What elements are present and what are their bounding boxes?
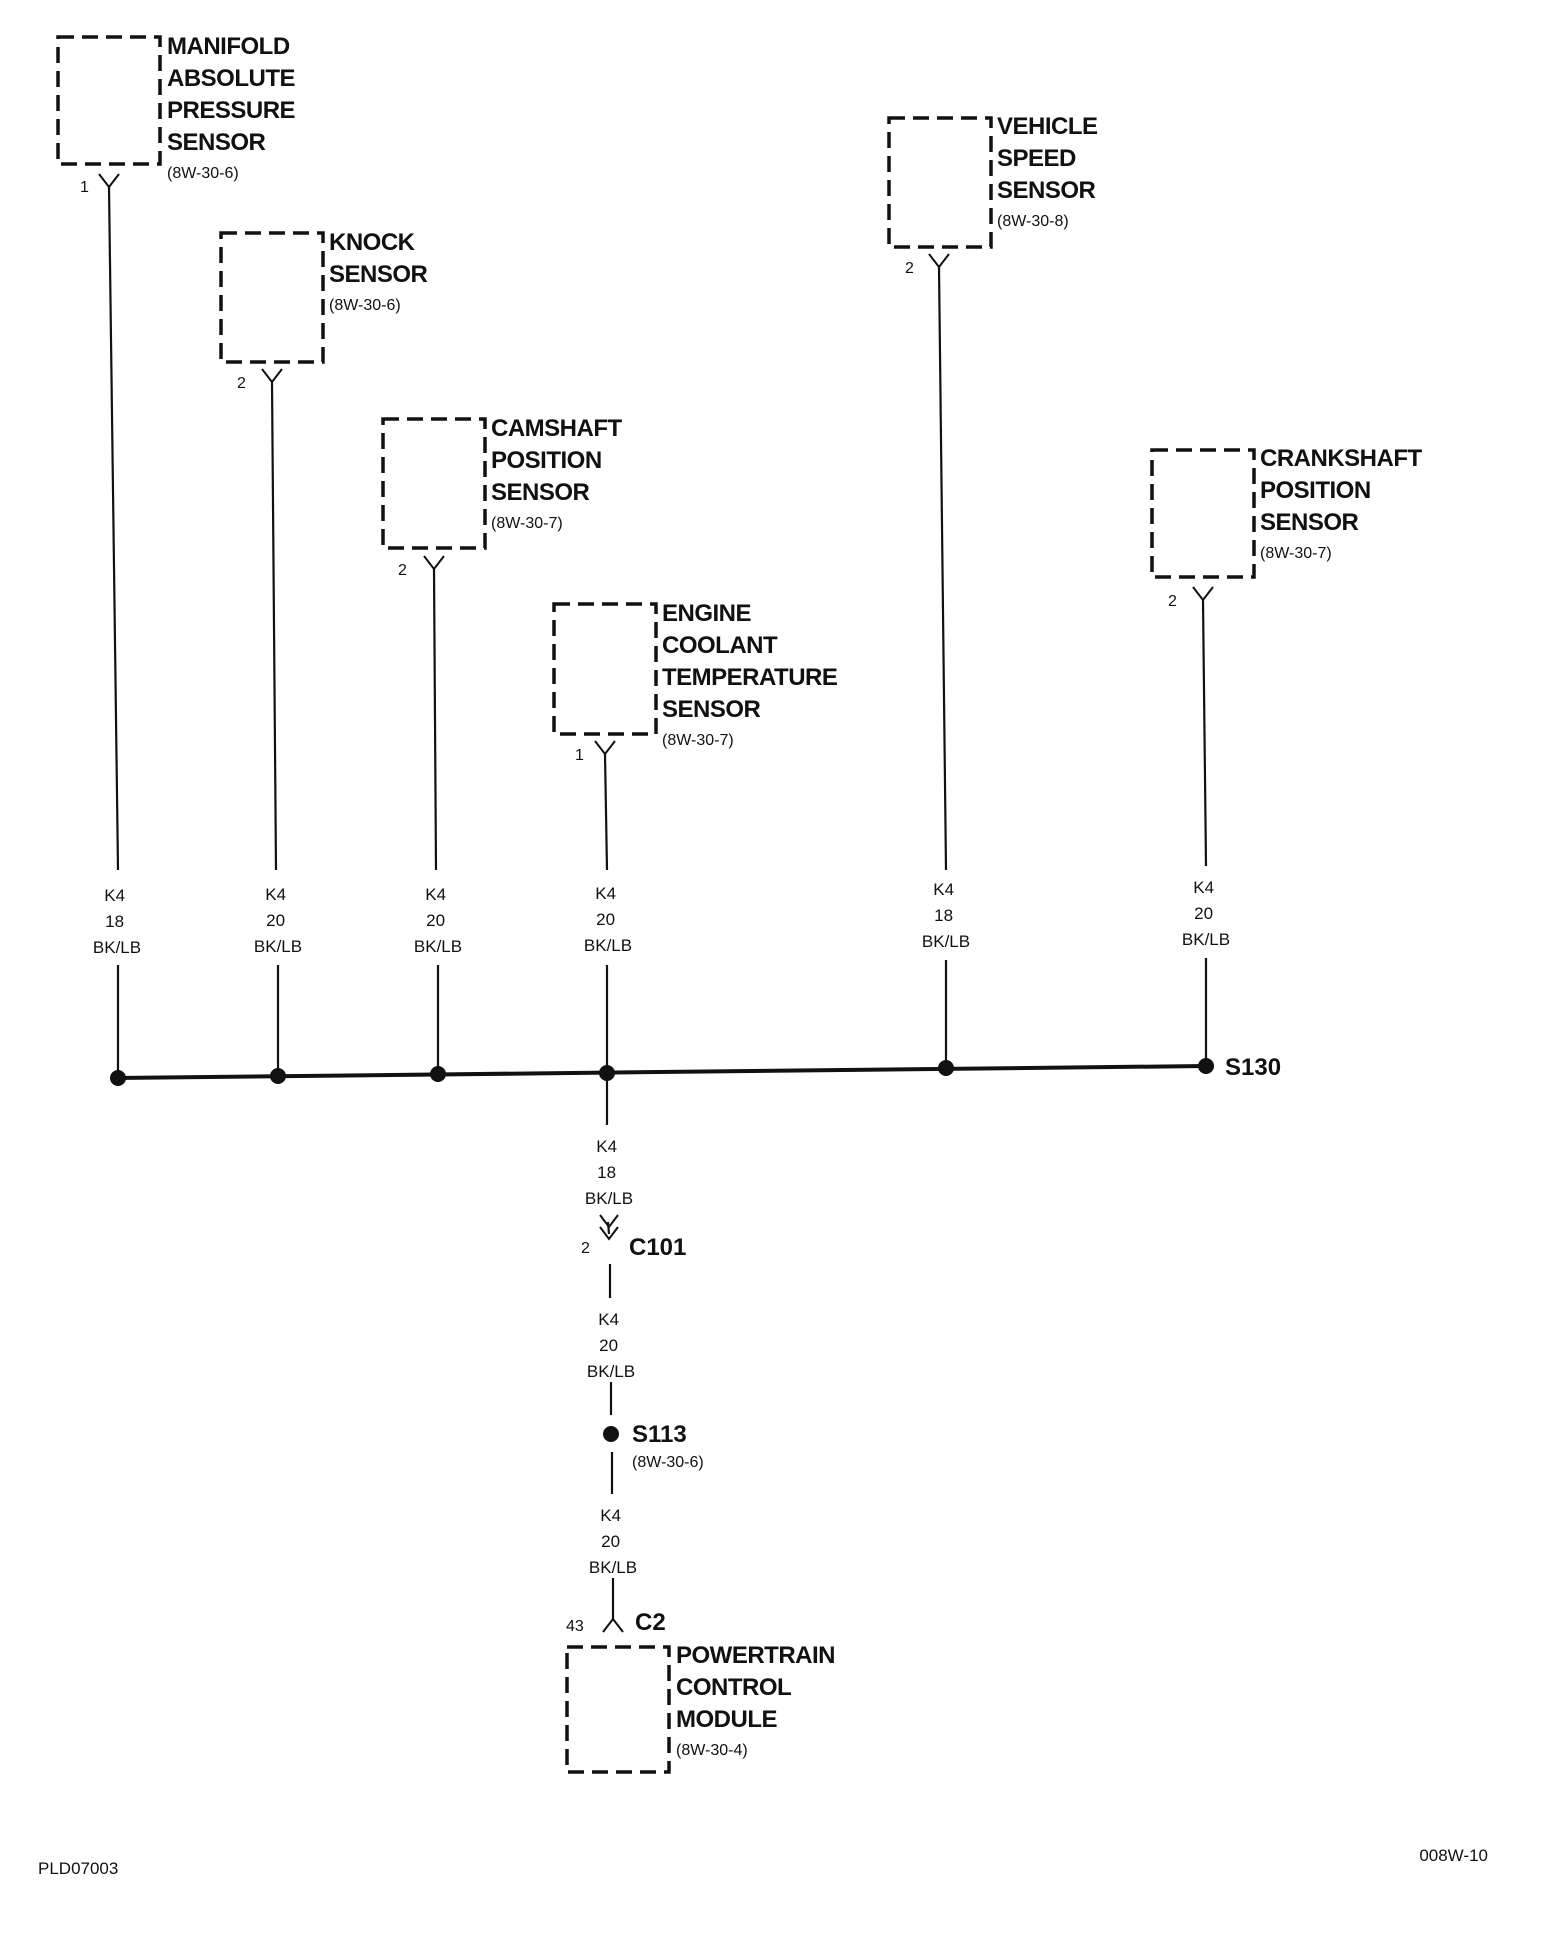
- splice-s130-label: S130: [1225, 1054, 1281, 1081]
- map-sensor-title: MANIFOLD ABSOLUTE PRESSURE SENSOR: [167, 33, 301, 156]
- splice-dot-ect: [599, 1065, 615, 1081]
- pcm-box: [565, 1645, 671, 1774]
- wire-label-crank: K4 20 BK/LB: [1182, 878, 1230, 949]
- crankshaft-sensor-pin: 2: [1168, 593, 1177, 610]
- c101-pin: 2: [581, 1240, 590, 1257]
- wire-label-trunk-lower: K4 20 BK/LB: [589, 1506, 637, 1577]
- ect-connector-icon: [594, 740, 616, 756]
- vss-connector-icon: [928, 253, 950, 269]
- ect-sensor-pin: 1: [575, 747, 584, 764]
- camshaft-sensor-pin: 2: [398, 562, 407, 579]
- wire-label-ect: K4 20 BK/LB: [584, 884, 632, 955]
- knock-sensor-title: KNOCK SENSOR: [329, 229, 428, 288]
- wire-label-map: K4 18 BK/LB: [93, 886, 141, 957]
- knock-sensor-pin: 2: [237, 375, 246, 392]
- camshaft-sensor-box: [381, 417, 487, 550]
- c101-label: C101: [629, 1234, 686, 1261]
- pcm-title: POWERTRAIN CONTROL MODULE: [676, 1642, 841, 1733]
- camshaft-sensor-ref: (8W-30-7): [491, 515, 563, 532]
- map-sensor-box: [56, 35, 162, 166]
- knock-sensor-box: [219, 231, 325, 364]
- ect-sensor-box: [552, 602, 658, 736]
- splice-s113-ref: (8W-30-6): [632, 1454, 704, 1471]
- vss-sensor-box: [887, 116, 993, 249]
- map-sensor-pin: 1: [80, 179, 89, 196]
- wire-label-cam: K4 20 BK/LB: [414, 885, 462, 956]
- splice-dot-map: [110, 1070, 126, 1086]
- crankshaft-sensor-box: [1150, 448, 1256, 579]
- pcm-connector-icon: [602, 1617, 624, 1633]
- splice-s113-label: S113: [632, 1421, 687, 1448]
- pcm-ref: (8W-30-4): [676, 1742, 748, 1759]
- ect-sensor-title: ENGINE COOLANT TEMPERATURE SENSOR: [662, 600, 844, 723]
- camshaft-sensor-title: CAMSHAFT POSITION SENSOR: [491, 415, 628, 506]
- wire-label-vss: K4 18 BK/LB: [922, 880, 970, 951]
- pcm-pin: 43: [566, 1618, 584, 1635]
- cam-connector-icon: [423, 555, 445, 571]
- splice-dot-cam: [430, 1066, 446, 1082]
- splice-dot-s113: [603, 1426, 619, 1442]
- crank-connector-icon: [1192, 586, 1214, 602]
- splice-dot-s130: [1198, 1058, 1214, 1074]
- vss-sensor-pin: 2: [905, 260, 914, 277]
- map-sensor-ref: (8W-30-6): [167, 165, 239, 182]
- vss-sensor-ref: (8W-30-8): [997, 213, 1069, 230]
- vss-sensor-title: VEHICLE SPEED SENSOR: [997, 113, 1104, 204]
- crankshaft-sensor-title: CRANKSHAFT POSITION SENSOR: [1260, 445, 1428, 536]
- map-connector-icon: [98, 173, 120, 189]
- c101-connector-icon: [599, 1214, 619, 1241]
- splice-dot-vss: [938, 1060, 954, 1076]
- splice-dot-knock: [270, 1068, 286, 1084]
- pcm-connector-label: C2: [635, 1609, 666, 1636]
- footer-left-code: PLD07003: [38, 1859, 118, 1878]
- knock-sensor-ref: (8W-30-6): [329, 297, 401, 314]
- ect-sensor-ref: (8W-30-7): [662, 732, 734, 749]
- footer-right-code: 008W-10: [1419, 1846, 1488, 1865]
- knock-connector-icon: [261, 368, 283, 384]
- wire-label-trunk-upper: K4 18 BK/LB: [585, 1137, 633, 1208]
- wire-label-knock: K4 20 BK/LB: [254, 885, 302, 956]
- wire-label-trunk-mid: K4 20 BK/LB: [587, 1310, 635, 1381]
- crankshaft-sensor-ref: (8W-30-7): [1260, 545, 1332, 562]
